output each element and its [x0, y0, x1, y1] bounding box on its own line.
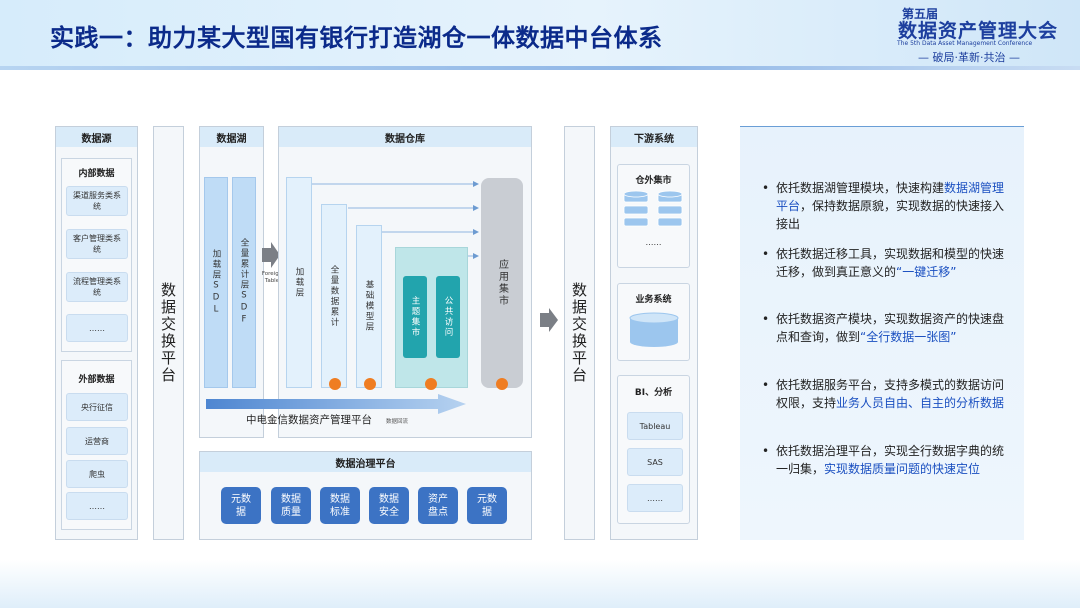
benefit-item: •依托数据治理平台，实现全行数据字典的统一归集，实现数据质量问题的快速定位 [762, 442, 1012, 478]
source-item-more-external: …… [66, 492, 128, 520]
benefit-item: •依托数据服务平台，支持多模式的数据访问权限，支持业务人员自由、自主的分析数据 [762, 376, 1012, 412]
business-system-title: 业务系统 [635, 294, 672, 305]
source-item-process: 流程管理类系统 [66, 272, 128, 302]
gov-item-metadata-2: 元数据 [467, 487, 507, 524]
logo-slogan: — 破局·革新·共治 — [918, 51, 1020, 64]
data-warehouse-title: 数据仓库 [279, 127, 531, 147]
benefit-text: 依托数据服务平台，支持多模式的数据访问权限，支持业务人员自由、自主的分析数据 [762, 376, 1012, 412]
benefit-text-part: 依托数据迁移工具，实现数据和模型的快速迁移，做到真正意义的 [776, 247, 1005, 279]
benefit-item: •依托数据资产模块，实现数据资产的快速盘点和查询，做到“全行数据一张图” [762, 310, 1012, 346]
benefit-highlight: “全行数据一张图” [860, 330, 957, 344]
platform-arrow [206, 394, 466, 414]
flow-dot-3 [425, 378, 437, 390]
gov-item-standard: 数据标准 [320, 487, 360, 524]
external-mart-title: 仓外集市 [635, 175, 672, 186]
bi-item-tableau: Tableau [627, 412, 683, 440]
app-mart: 应用集市 [481, 178, 523, 388]
logo-english: The 5th Data Asset Management Conference [897, 40, 1033, 47]
external-mart-group [617, 164, 690, 268]
foreign-table-arrow-icon [262, 242, 280, 268]
sources-title: 数据源 [56, 127, 137, 147]
downstream-title: 下游系统 [611, 127, 697, 147]
platform-note: 数据回流 [386, 419, 409, 425]
benefit-highlight: 业务人员自由、自主的分析数据 [836, 396, 1005, 410]
gov-item-asset-inventory: 资产盘点 [418, 487, 458, 524]
page-title: 实践一：助力某大型国有银行打造湖仓一体数据中台体系 [50, 24, 663, 52]
bullet-marker: • [762, 181, 770, 195]
database-icon [623, 190, 683, 227]
bullet-marker: • [762, 312, 770, 326]
benefit-text: 依托数据迁移工具，实现数据和模型的快速迁移，做到真正意义的“一键迁移” [762, 245, 1012, 281]
data-lake-title: 数据湖 [200, 127, 263, 147]
bi-item-sas: SAS [627, 448, 683, 476]
warehouse-layer-full: 全量数据累计 [321, 204, 347, 388]
external-mart-more: …… [645, 238, 662, 247]
benefit-highlight: 实现数据质量问题的快速定位 [824, 462, 981, 476]
benefit-text: 依托数据治理平台，实现全行数据字典的统一归集，实现数据质量问题的快速定位 [762, 442, 1012, 478]
flow-dot-4 [496, 378, 508, 390]
business-database-icon [629, 312, 679, 347]
bullet-marker: • [762, 247, 770, 261]
bi-analysis-title: BI、分析 [634, 387, 673, 398]
source-item-more-internal: …… [66, 314, 128, 342]
header-divider [0, 66, 1080, 70]
logo-edition: 第五届 [902, 7, 939, 21]
platform-label: 中电金信数据资产管理平台 [246, 414, 372, 426]
lake-layer-sdf: 全量累计层SDF [232, 177, 256, 388]
benefit-item: •依托数据湖管理模块，快速构建数据湖管理平台，保持数据原貌，实现数据的快速接入接… [762, 179, 1012, 233]
benefit-highlight: 数据湖管理平台 [776, 181, 1005, 213]
benefit-item: •依托数据迁移工具，实现数据和模型的快速迁移，做到真正意义的“一键迁移” [762, 245, 1012, 281]
benefit-text-part: 依托数据服务平台，支持多模式的数据访问权限，支持 [776, 378, 1005, 410]
bi-item-more: …… [627, 484, 683, 512]
mart-public-access: 公共访问 [436, 276, 460, 358]
warehouse-layer-load: 加载层 [286, 177, 312, 388]
benefit-text-part: 依托数据湖管理模块，快速构建 [776, 181, 945, 195]
benefit-highlight: “一键迁移” [896, 265, 957, 279]
warehouse-flow-arrows [312, 181, 479, 259]
benefit-text: 依托数据湖管理模块，快速构建数据湖管理平台，保持数据原貌，实现数据的快速接入接出 [762, 179, 1012, 233]
governance-title: 数据治理平台 [200, 452, 531, 472]
exchange-platform-left: 数据交换平台 [153, 126, 184, 540]
source-item-customer: 客户管理类系统 [66, 229, 128, 259]
source-item-crawler: 爬虫 [66, 460, 128, 488]
flow-dot-2 [364, 378, 376, 390]
gov-item-metadata: 元数据 [221, 487, 261, 524]
internal-data-title: 内部数据 [78, 168, 115, 179]
gov-item-quality: 数据质量 [271, 487, 311, 524]
flow-dot-1 [329, 378, 341, 390]
gov-item-security: 数据安全 [369, 487, 409, 524]
source-item-credit: 央行征信 [66, 393, 128, 421]
source-item-operator: 运营商 [66, 427, 128, 455]
exchange-platform-right: 数据交换平台 [564, 126, 595, 540]
benefit-text-part: 依托数据资产模块，实现数据资产的快速盘点和查询，做到 [776, 312, 1005, 344]
logo-name: 数据资产管理大会 [898, 20, 1059, 42]
footer-wave [0, 560, 1080, 608]
bullet-marker: • [762, 444, 770, 458]
foreign-table-label: Foreign Table [261, 271, 283, 284]
header-banner [0, 0, 1080, 68]
warehouse-layer-base-model: 基础模型层 [356, 225, 382, 388]
benefits-panel: •依托数据湖管理模块，快速构建数据湖管理平台，保持数据原貌，实现数据的快速接入接… [740, 126, 1024, 540]
mart-theme: 主题集市 [403, 276, 427, 358]
benefit-text: 依托数据资产模块，实现数据资产的快速盘点和查询，做到“全行数据一张图” [762, 310, 1012, 346]
lake-layer-sdl: 加载层SDL [204, 177, 228, 388]
benefit-text-part: ，保持数据原貌，实现数据的快速接入接出 [776, 199, 1005, 231]
to-exchange-arrow-icon [540, 308, 558, 332]
bullet-marker: • [762, 378, 770, 392]
benefit-text-part: 依托数据治理平台，实现全行数据字典的统一归集， [776, 444, 1005, 476]
source-item-channel: 渠道服务类系统 [66, 186, 128, 216]
external-data-title: 外部数据 [78, 374, 115, 385]
